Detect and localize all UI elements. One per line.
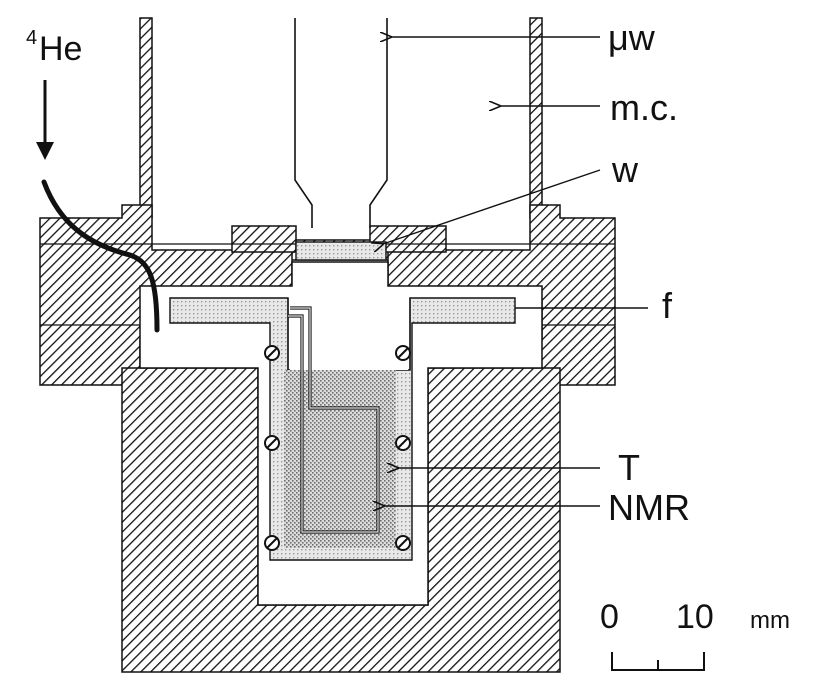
scale-bar-end: 10 xyxy=(676,598,714,636)
scale-bar-start: 0 xyxy=(600,598,619,636)
label-microwave: μw xyxy=(608,17,656,58)
mixing-chamber-wall-left xyxy=(139,17,153,219)
leader-window xyxy=(383,169,601,244)
microwave-window xyxy=(295,241,387,261)
scale-bar-unit: mm xyxy=(750,607,790,634)
window-clamp-left xyxy=(231,225,297,253)
label-thermometer: T xyxy=(618,447,640,488)
mixing-chamber-wall-right xyxy=(529,17,543,219)
window-clamp-right xyxy=(369,225,447,253)
label-window: w xyxy=(611,149,639,190)
helium-arrowhead xyxy=(36,142,54,160)
helium-fill-line xyxy=(41,179,160,333)
scale-bar: 0 10 mm xyxy=(600,598,790,671)
label-nmr: NMR xyxy=(608,487,690,528)
label-flange: f xyxy=(662,285,673,326)
microwave-waveguide xyxy=(294,18,313,228)
microwave-waveguide-right xyxy=(369,18,388,228)
label-helium-superscript: 4 xyxy=(26,27,37,49)
label-mixing-chamber: m.c. xyxy=(610,87,678,128)
thermometer-sensors xyxy=(264,345,411,551)
label-helium: He xyxy=(39,30,82,68)
